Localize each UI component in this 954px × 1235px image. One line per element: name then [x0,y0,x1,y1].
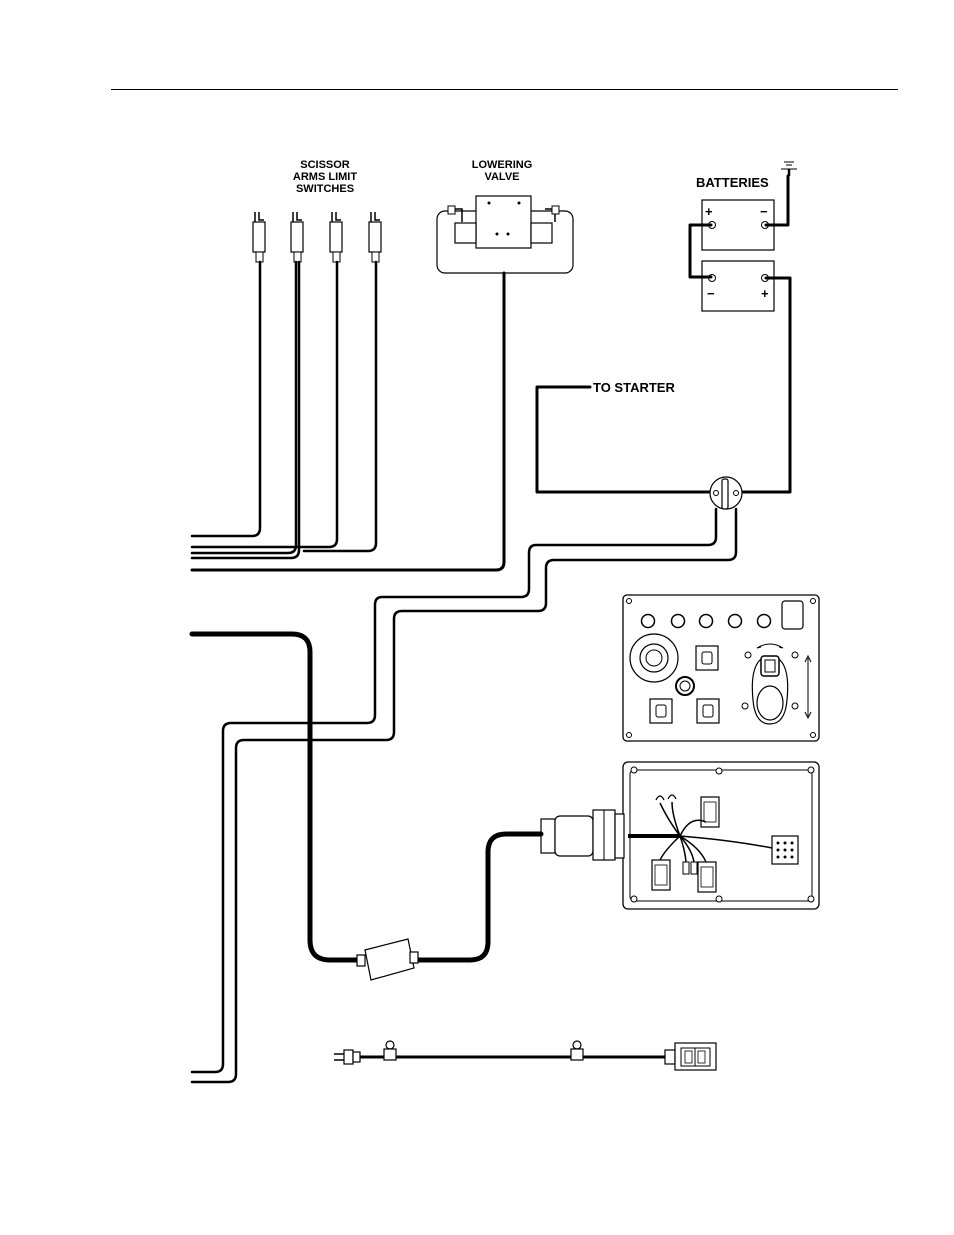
fuse-1 [683,862,689,874]
limit-switch-2 [291,212,303,262]
limit-switch-wire-2a [192,262,296,553]
relay-bottom-left [652,860,670,890]
relay-top [701,797,719,827]
limit-switch-4 [369,212,381,262]
lowering-valve [437,196,573,273]
control-box [623,762,819,909]
battery-bottom: − + [702,261,774,311]
lowering-label-line2: VALVE [484,171,519,183]
cord-clamp-2 [571,1041,583,1060]
relay-bottom-right [698,862,716,892]
limit-switch-wire-2b [192,262,299,558]
scissor-label-line1: SCISSOR [300,159,350,171]
terminal-block [772,836,798,864]
ground-icon [781,162,797,176]
lowering-valve-wire [192,273,504,570]
limit-switch-wire-3 [192,262,337,547]
limit-switch-wire-1 [192,262,260,536]
limit-switch-3 [330,212,342,262]
toggle-switch-2 [650,699,672,723]
to-starter-wire [537,387,716,492]
limit-switch-1 [253,212,265,262]
control-cable-lower [416,834,541,960]
master-switch [710,477,742,509]
battery-bottom-minus-terminal: − [707,286,715,301]
toggle-switch-3 [697,699,719,723]
battery-top-plus-terminal: + [705,204,713,219]
cable-connector [541,810,624,860]
battery-top: + − [702,200,774,250]
lowering-label-line1: LOWERING [472,159,533,171]
scissor-label-line3: SWITCHES [296,183,354,195]
cord-clamp-1 [384,1041,396,1060]
to-starter-label: TO STARTER [593,380,675,395]
scissor-arms-label: SCISSOR ARMS LIMIT SWITCHES [293,159,357,195]
emergency-stop-button [630,634,678,682]
control-cable-upper [192,634,362,960]
control-panel [623,595,819,741]
scissor-label-line2: ARMS LIMIT [293,171,357,183]
fuse-2 [691,862,697,874]
panel-key-slot [782,601,803,629]
battery-top-minus-terminal: − [760,204,768,219]
limit-switch-wire-4 [304,262,376,551]
ac-outlet-icon [665,1043,716,1070]
toggle-switch-1 [696,646,718,670]
ac-plug-icon [334,1050,360,1064]
lowering-valve-label: LOWERING VALVE [472,159,533,183]
cable-strain-relief [357,939,418,980]
battery-bottom-plus-terminal: + [761,286,769,301]
batteries-label: BATTERIES [696,175,769,190]
